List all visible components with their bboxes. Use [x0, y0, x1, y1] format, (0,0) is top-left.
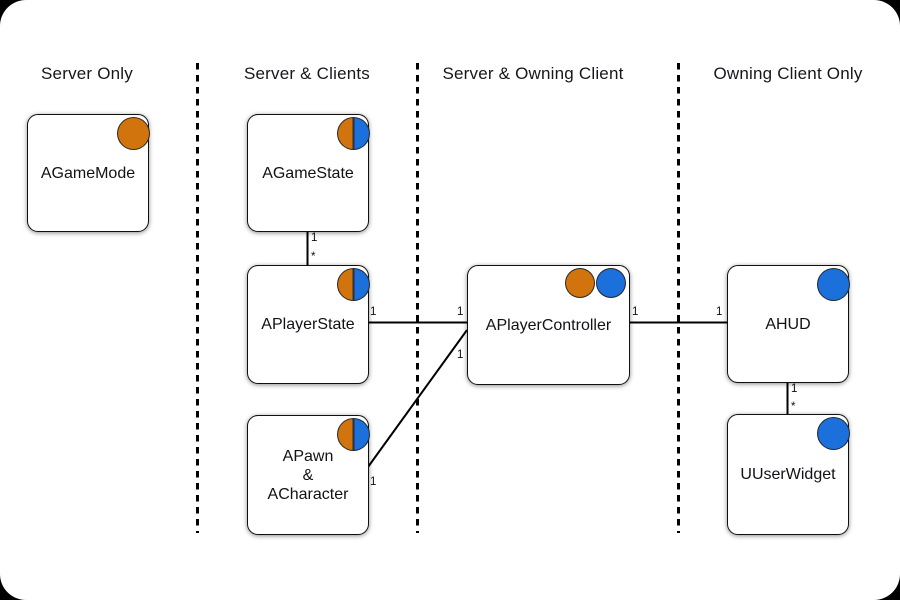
node-agamestate: AGameState	[247, 114, 370, 232]
column-header-server-only: Server Only	[41, 64, 133, 83]
badge-row	[565, 268, 626, 298]
multiplicity-uuserwidget-side: *	[791, 401, 796, 413]
node-apawn-acharacter: APawn & ACharacter	[247, 415, 370, 535]
server-and-client-badge-icon	[337, 117, 370, 150]
multiplicity-playercontroller-out: 1	[632, 306, 639, 318]
column-header-server-and-clients: Server & Clients	[243, 64, 371, 83]
column-header-server-owning-client: Server & Owning Client	[442, 64, 624, 83]
column-header-owning-client-only: Owning Client Only	[713, 64, 863, 83]
multiplicity-playercontroller-pawn: 1	[457, 349, 464, 361]
multiplicity-playerstate-out: 1	[370, 306, 377, 318]
server-and-client-badge-icon	[337, 418, 370, 451]
node-label-aplayercontroller: APlayerController	[485, 316, 612, 334]
multiplicity-playerstate-side: *	[311, 251, 316, 263]
node-uuserwidget: UUserWidget	[727, 414, 850, 535]
node-agamemode: AGameMode	[27, 114, 150, 232]
node-label-agamemode: AGameMode	[40, 164, 136, 182]
server-and-client-badge-icon	[337, 268, 370, 301]
node-label-agamestate: AGameState	[262, 164, 354, 182]
multiplicity-ahud-in: 1	[716, 306, 723, 318]
multiplicity-playercontroller-in: 1	[457, 306, 464, 318]
multiplicity-gamestate-side: 1	[311, 232, 318, 244]
node-label-ahud: AHUD	[765, 315, 811, 333]
client-badge-icon	[817, 268, 850, 301]
node-aplayerstate: APlayerState	[247, 265, 370, 384]
client-badge-icon	[817, 417, 850, 450]
server-badge-icon	[117, 117, 150, 150]
server-badge-icon	[565, 268, 595, 298]
node-ahud: AHUD	[727, 265, 850, 383]
multiplicity-ahud-side: 1	[791, 383, 798, 395]
node-label-apawn-acharacter: APawn & ACharacter	[267, 447, 349, 503]
edge-pawn-playercontroller	[367, 329, 468, 468]
multiplicity-pawn-out: 1	[370, 476, 377, 488]
node-label-aplayerstate: APlayerState	[261, 316, 355, 333]
node-aplayercontroller: APlayerController	[467, 265, 630, 385]
client-badge-icon	[596, 268, 626, 298]
node-label-uuserwidget: UUserWidget	[740, 466, 836, 483]
